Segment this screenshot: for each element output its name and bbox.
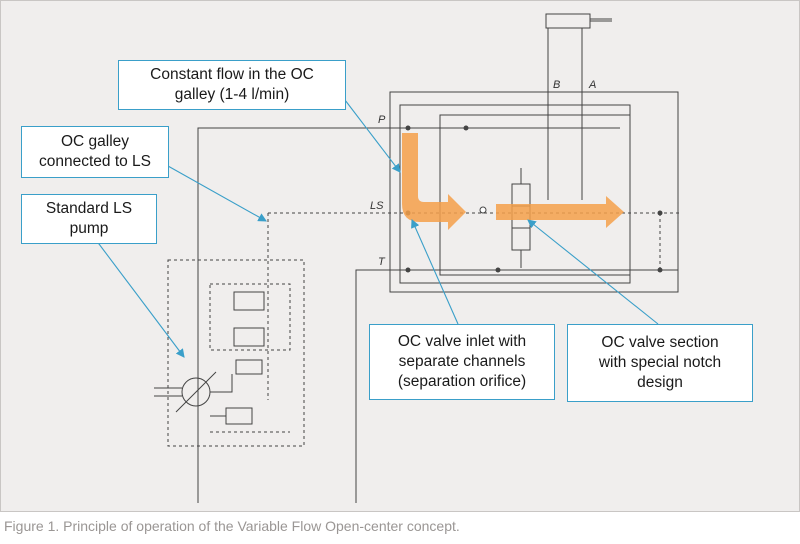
port-label-a: A [588, 79, 596, 91]
hydraulic-schematic: P LS T B A [95, 13, 680, 503]
leader-constant-flow [344, 99, 401, 173]
port-label-b: B [553, 79, 560, 91]
cylinder [545, 13, 591, 29]
callout-oc-valve-section: OC valve section with special notch desi… [567, 324, 753, 402]
port-label-t: T [378, 256, 386, 268]
leader-oc-valve-section [527, 219, 659, 325]
valve-block-inner [399, 104, 631, 284]
compensator-valve-2 [233, 327, 265, 347]
leader-oc-galley [167, 165, 267, 222]
flow-arrow-through [496, 196, 624, 228]
flow-arrow-bend [402, 133, 466, 230]
callout-constant-flow: Constant flow in the OC galley (1-4 l/mi… [118, 60, 346, 110]
port-label-ls: LS [370, 200, 384, 212]
valve-block-outer [389, 91, 679, 293]
tank-line [355, 269, 390, 503]
pressure-line [197, 127, 400, 503]
callout-oc-valve-inlet: OC valve inlet with separate channels (s… [369, 324, 555, 400]
figure-caption: Figure 1. Principle of operation of the … [4, 518, 460, 534]
callout-standard-ls-pump: Standard LS pump [21, 194, 157, 244]
compensator-valve-1 [233, 291, 265, 311]
valve-section-box [439, 114, 631, 276]
relief-valve [225, 407, 253, 425]
port-label-p: P [378, 114, 386, 126]
pump-housing [167, 259, 305, 447]
leader-oc-valve-inlet [411, 218, 459, 325]
callout-oc-galley-ls: OC galley connected to LS [21, 126, 169, 178]
leader-standard-ls [95, 239, 185, 358]
